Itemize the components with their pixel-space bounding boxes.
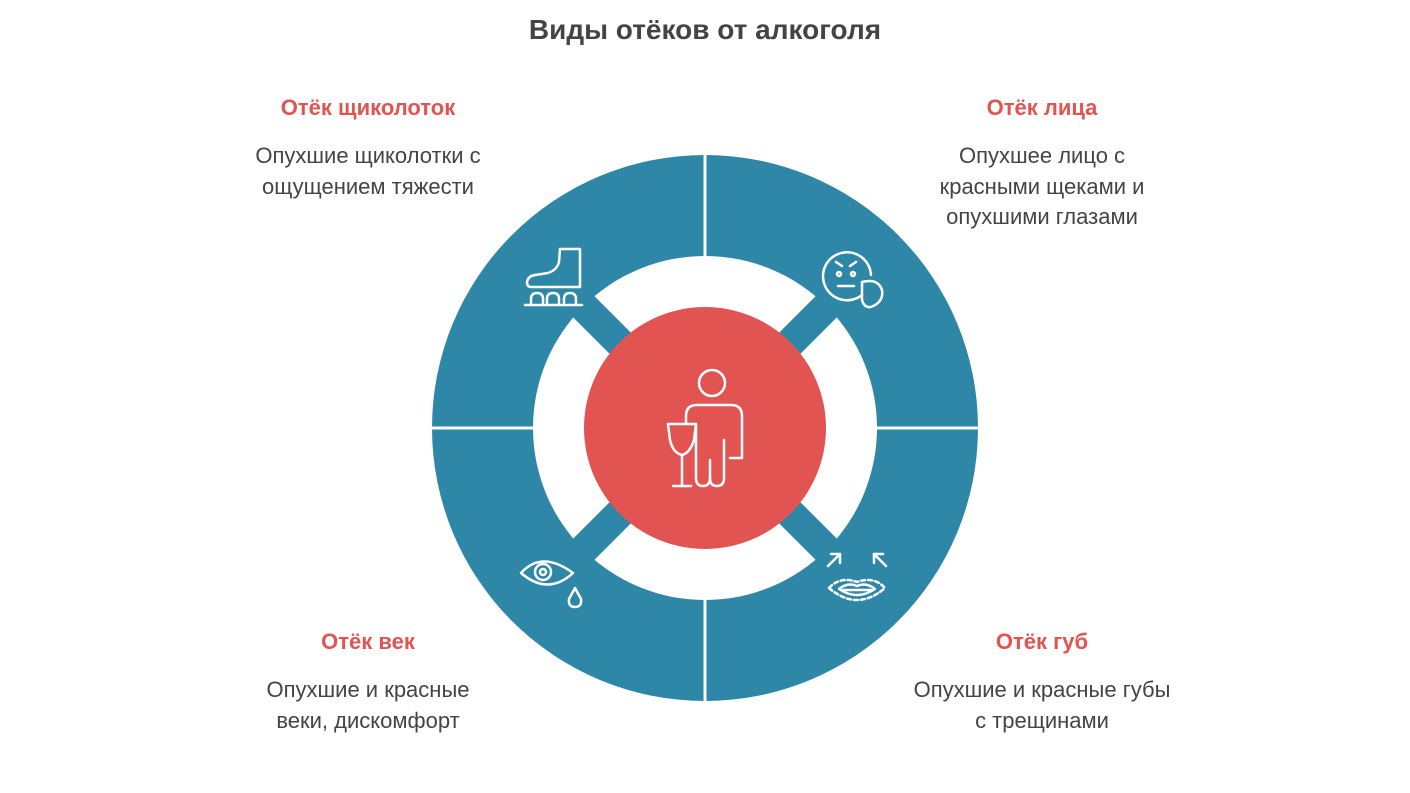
diagram-title: Виды отёков от алкоголя (528, 14, 882, 45)
section-face: Отёк лица Опухшее лицо с красными щеками… (912, 95, 1172, 233)
section-face-heading: Отёк лица (986, 95, 1098, 120)
section-ankles: Отёк щиколоток Опухшие щиколотки с ощуще… (238, 95, 498, 202)
section-lips-heading: Отёк губ (995, 629, 1089, 654)
section-lips-description: Опухшие и красные губы с трещинами (913, 677, 1171, 733)
person-with-glass-icon (666, 368, 744, 488)
section-eyelids-heading: Отёк век (321, 629, 415, 654)
section-eyelids: Отёк век Опухшие и красные веки, дискомф… (238, 629, 498, 736)
section-lips: Отёк губ Опухшие и красные губы с трещин… (912, 629, 1172, 736)
teary-eye-icon (519, 560, 583, 609)
center-circle (584, 307, 826, 549)
section-eyelids-description: Опухшие и красные веки, дискомфорт (266, 677, 470, 733)
foot-icon (523, 247, 584, 307)
swollen-lips-icon (826, 552, 888, 602)
section-face-description: Опухшее лицо с красными щеками и опухшим… (939, 143, 1145, 229)
swollen-face-icon (821, 250, 884, 309)
section-ankles-description: Опухшие щиколотки с ощущением тяжести (255, 143, 481, 199)
section-ankles-heading: Отёк щиколоток (280, 95, 456, 120)
